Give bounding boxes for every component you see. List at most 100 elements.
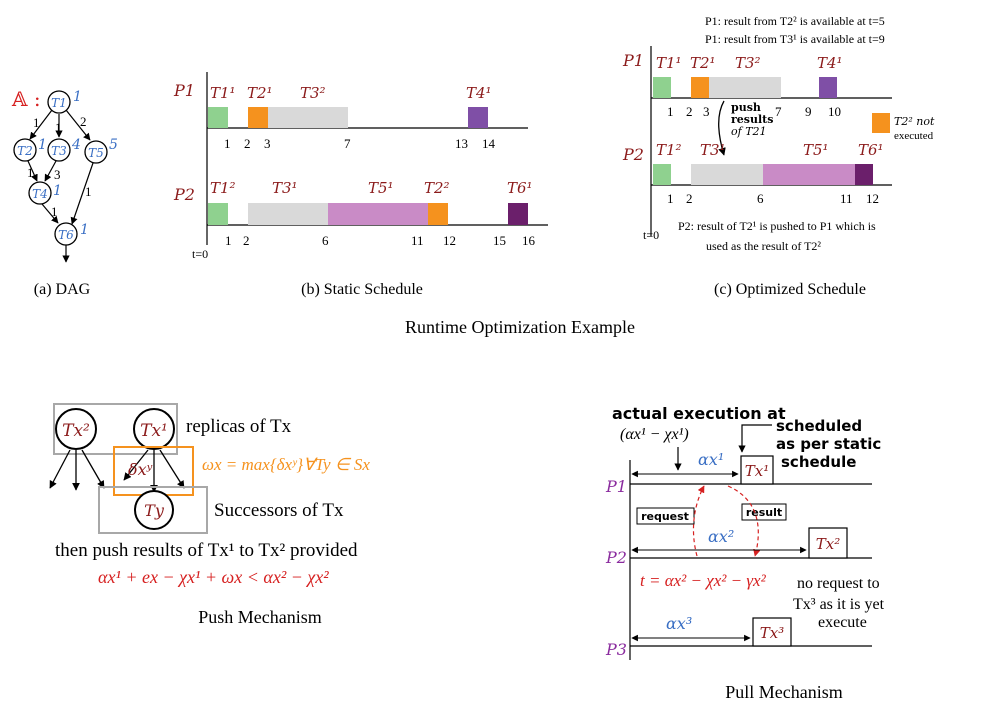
optimized-p2-task-block (855, 164, 873, 185)
dag-graph-label: 𝔸 : (11, 87, 41, 111)
push-results-arrow (718, 100, 726, 156)
optimized-p2-tick: 11 (840, 191, 853, 206)
static-p2-tick: 15 (493, 233, 506, 248)
pull-p3-label: P3 (605, 640, 627, 659)
successor-node-label: Ty (144, 501, 165, 520)
dag-edge-label: 2 (80, 114, 87, 129)
successors-text: Successors of Tx (214, 500, 344, 521)
static-p2-task-block (248, 203, 328, 225)
static-p2-tick: 12 (443, 233, 456, 248)
static-p1-task-block (208, 107, 228, 128)
optimized-p1-task-block (653, 77, 671, 98)
replica-node-a (55, 408, 97, 450)
static-p1-label: P1 (173, 81, 195, 100)
static-p1-tick: 2 (244, 136, 251, 151)
optimized-p1-task-label: T1¹ (656, 54, 682, 72)
optimized-p2-task-block (653, 164, 671, 185)
optimized-p1-tick: 3 (703, 104, 710, 119)
replicas-text: replicas of Tx (186, 416, 292, 437)
alpha2-label: αx² (708, 527, 734, 546)
optimized-p2-task-label: T3¹ (700, 141, 726, 159)
dag-node-label: T3 (51, 144, 67, 158)
tx1-box (740, 455, 774, 485)
optimized-p2-task-label: T1² (656, 141, 682, 159)
static-p2-tick: 6 (322, 233, 329, 248)
optimized-p1-tick: 9 (805, 104, 812, 119)
pull-p1-label: P1 (605, 477, 627, 496)
no-request-text: execute (818, 614, 867, 631)
omega-text: ωx = max{δxʸ}∀Ty ∈ Sx (202, 455, 370, 474)
dag-node-weight: 4 (71, 137, 81, 153)
dag-node-t1: T1 1 (47, 89, 82, 114)
dag-edge (27, 160, 38, 182)
dag-edge-label: 1 (51, 204, 58, 219)
static-p1-tick: 1 (224, 136, 231, 151)
dag-node-t6: T6 1 (54, 222, 89, 246)
successors-box (98, 486, 208, 534)
optimized-p1-task-block (709, 77, 781, 98)
static-p2-tick: 16 (522, 233, 536, 248)
push-note-line: of T21 (731, 125, 767, 138)
static-p2-label: P2 (173, 185, 195, 204)
pull-p2-label: P2 (605, 548, 627, 567)
result-arrow (727, 485, 761, 557)
push-note-line: push (731, 101, 761, 114)
optimized-schedule-panel: P1: result from T2² is available at t=5 … (622, 14, 935, 298)
optimized-bottom-note-2: used as the result of T2² (706, 239, 821, 253)
optimized-p1-task-label: T3² (735, 54, 761, 72)
dag-edge-label: 1 (85, 184, 92, 199)
dag-edge-label: 1 (27, 165, 34, 180)
not-executed-legend-text: executed (894, 130, 934, 142)
actual-execution-expr: (αx¹ − χx¹) (620, 426, 689, 443)
dag-node-label: T1 (51, 96, 67, 110)
dag-panel: 𝔸 : 1 1 2 1 3 1 1 T1 1 T2 1 T3 (11, 87, 118, 298)
dag-node-t2: T2 1 (13, 137, 47, 162)
static-p1-task-block (268, 107, 348, 128)
static-p2-task-label: T1² (210, 179, 236, 197)
dag-node-weight: 1 (53, 183, 62, 199)
t-expression: t = αx² − χx² − γx² (640, 571, 767, 590)
static-p1-tick: 3 (264, 136, 271, 151)
static-p1-task-label: T1¹ (210, 84, 236, 102)
dag-node-weight: 1 (80, 222, 89, 238)
successor-node (134, 490, 174, 530)
optimized-p1-task-label: T2¹ (690, 54, 716, 72)
result-label: result (746, 506, 782, 519)
static-p2-task-block (328, 203, 428, 225)
replicas-box (53, 403, 178, 455)
static-t0: t=0 (192, 247, 208, 261)
static-p1-task-label: T2¹ (247, 84, 273, 102)
tx1-label: Tx¹ (745, 462, 769, 480)
no-request-text: Tx³ as it is yet (793, 596, 885, 613)
dag-node-weight: 5 (109, 137, 118, 153)
not-executed-legend-text: T2² not (894, 115, 935, 128)
result-label-box (741, 503, 787, 521)
actual-execution-text: actual execution at (612, 404, 786, 423)
push-caption: Push Mechanism (198, 607, 322, 627)
replica-node-b-label: Tx¹ (140, 421, 168, 441)
not-executed-legend-swatch (872, 113, 890, 133)
request-label: request (641, 510, 689, 523)
static-p2-tick: 2 (243, 233, 250, 248)
dag-edge-label: 1 (55, 120, 62, 135)
dag-edge (65, 109, 91, 141)
dag-node-label: T2 (17, 144, 33, 158)
optimized-p1-task-block (819, 77, 837, 98)
replica-b-arrow (123, 449, 149, 481)
static-p2-tick: 11 (411, 233, 424, 248)
static-p1-task-block (248, 107, 268, 128)
optimized-p2-tick: 1 (667, 191, 674, 206)
pull-caption: Pull Mechanism (725, 682, 843, 702)
static-p1-tick: 14 (482, 136, 496, 151)
dag-edge-label: 3 (54, 167, 61, 182)
dag-edge (70, 162, 94, 225)
static-p1-tick: 7 (344, 136, 351, 151)
optimized-p2-label: P2 (622, 145, 644, 164)
alpha3-label: αx³ (666, 614, 692, 633)
static-p1-tick: 13 (455, 136, 468, 151)
main-caption: Runtime Optimization Example (405, 317, 635, 337)
dag-node-t3: T3 4 (47, 137, 81, 162)
static-p1-task-block (468, 107, 488, 128)
optimized-note-2: P1: result from T3¹ is available at t=9 (705, 32, 885, 46)
